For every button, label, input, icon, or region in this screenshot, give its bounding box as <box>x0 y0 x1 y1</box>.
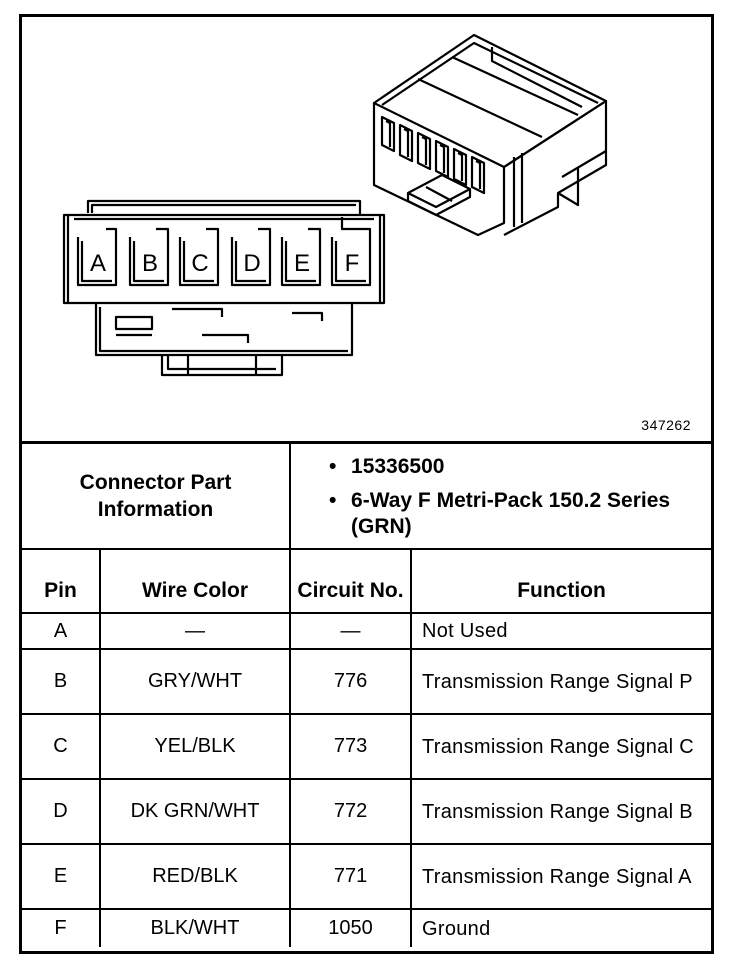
cell-circuit: — <box>289 612 413 650</box>
cell-wire-color: DK GRN/WHT <box>98 778 292 845</box>
cell-pin: C <box>22 713 101 780</box>
cavity-f <box>330 227 372 287</box>
connector-type: 6-Way F Metri-Pack 150.2 Series (GRN) <box>329 488 711 540</box>
cavity-c <box>178 227 220 287</box>
table-row: C YEL/BLK 773 Transmission Range Signal … <box>22 713 712 780</box>
pin-letter-f: F <box>345 250 360 277</box>
cell-wire-color: GRY/WHT <box>98 648 292 715</box>
cell-pin: B <box>22 648 101 715</box>
pin-letter-b: B <box>142 250 158 277</box>
cavity-b <box>128 227 170 287</box>
cell-wire-color: — <box>98 612 292 650</box>
connector-isometric-view <box>372 33 608 237</box>
connector-info-row: Connector Part Information 15336500 6-Wa… <box>22 441 712 550</box>
table-header-row: Pin Wire Color Circuit No. Function <box>22 548 712 614</box>
pin-letter-a: A <box>90 250 106 277</box>
pin-cavities <box>76 227 372 287</box>
pin-letter-d: D <box>243 250 260 277</box>
cell-wire-color: BLK/WHT <box>98 908 292 947</box>
table-row: F BLK/WHT 1050 Ground <box>22 908 712 947</box>
cell-circuit: 771 <box>289 843 413 910</box>
pinout-table: Connector Part Information 15336500 6-Wa… <box>22 441 712 947</box>
cavity-e <box>280 227 322 287</box>
cell-circuit: 1050 <box>289 908 413 947</box>
table-row: E RED/BLK 771 Transmission Range Signal … <box>22 843 712 910</box>
cell-function: Ground <box>410 908 712 947</box>
cell-pin: E <box>22 843 101 910</box>
cell-function: Transmission Range Signal P <box>410 648 712 715</box>
cell-circuit: 772 <box>289 778 413 845</box>
pin-letter-c: C <box>191 250 208 277</box>
connector-part-number: 15336500 <box>329 454 711 480</box>
cell-function: Transmission Range Signal C <box>410 713 712 780</box>
cell-pin: D <box>22 778 101 845</box>
cell-pin: A <box>22 612 101 650</box>
header-wire-color: Wire Color <box>98 548 292 614</box>
connector-info-label: Connector Part Information <box>22 441 292 550</box>
figure-id: 347262 <box>641 417 691 433</box>
header-pin: Pin <box>22 548 101 614</box>
header-circuit: Circuit No. <box>289 548 413 614</box>
cell-pin: F <box>22 908 101 947</box>
header-function: Function <box>410 548 712 614</box>
connector-face-view <box>62 199 386 377</box>
cavity-a <box>76 227 118 287</box>
cavity-d <box>230 227 272 287</box>
table-row: A — — Not Used <box>22 612 712 650</box>
cell-wire-color: RED/BLK <box>98 843 292 910</box>
cell-function: Transmission Range Signal B <box>410 778 712 845</box>
cell-wire-color: YEL/BLK <box>98 713 292 780</box>
connector-illustration: A B C D E F <box>62 33 608 377</box>
cell-function: Transmission Range Signal A <box>410 843 712 910</box>
connector-figure: A B C D E F <box>22 17 711 441</box>
cell-circuit: 776 <box>289 648 413 715</box>
table-row: D DK GRN/WHT 772 Transmission Range Sign… <box>22 778 712 845</box>
pin-letter-e: E <box>294 250 310 277</box>
cell-circuit: 773 <box>289 713 413 780</box>
connector-document: A B C D E F <box>19 14 714 954</box>
connector-info-list: 15336500 6-Way F Metri-Pack 150.2 Series… <box>289 441 712 550</box>
table-row: B GRY/WHT 776 Transmission Range Signal … <box>22 648 712 715</box>
cell-function: Not Used <box>410 612 712 650</box>
